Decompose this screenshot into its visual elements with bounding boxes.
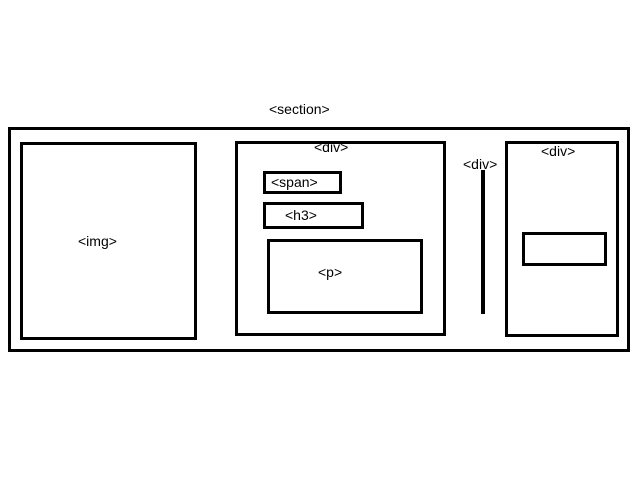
center-div-label: <div> — [314, 139, 349, 155]
divider-line — [481, 170, 485, 314]
span-box — [263, 171, 342, 194]
h3-box — [263, 202, 364, 229]
img-label: <img> — [78, 233, 117, 249]
right-div-label: <div> — [541, 143, 576, 159]
divider-div-label: <div> — [463, 156, 498, 172]
right-div-box — [505, 141, 619, 337]
img-box — [20, 142, 197, 340]
h3-label: <h3> — [285, 207, 317, 223]
p-label: <p> — [318, 264, 343, 280]
p-box — [267, 239, 423, 314]
span-label: <span> — [271, 174, 318, 190]
section-label: <section> — [269, 101, 330, 117]
right-inner-box — [522, 232, 607, 266]
center-div-box — [235, 141, 446, 336]
section-box — [8, 127, 630, 352]
